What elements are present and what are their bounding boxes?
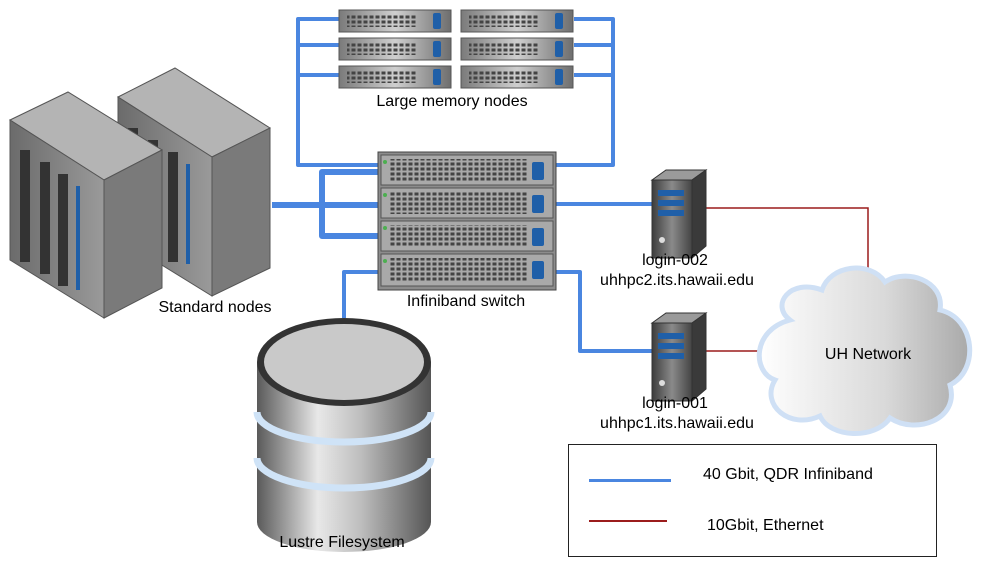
legend-infiniband-swatch [589,479,671,482]
ib-link-lustre [342,270,378,318]
ib-link-largemem-right-1 [556,17,615,167]
rack-server-4 [460,37,574,61]
rack-server-5 [338,65,452,89]
standard-nodes-racks [8,67,272,319]
switch-unit-4 [380,253,554,287]
legend: 40 Gbit, QDR Infiniband 10Gbit, Ethernet [568,444,937,557]
login001-name-label: login-001 [642,395,708,412]
infiniband-switch-label: Infiniband switch [406,293,526,310]
infiniband-links [272,17,652,353]
rack-server-2 [460,9,574,33]
lustre-label: Lustre Filesystem [279,534,405,551]
rack-server-1 [338,9,452,33]
uh-network-label: UH Network [824,346,912,363]
large-memory-label: Large memory nodes [376,93,528,110]
legend-infiniband-label: 40 Gbit, QDR Infiniband [703,466,873,483]
eth-link-login002 [705,207,869,290]
switch-unit-2 [380,187,554,219]
infiniband-switch [377,151,557,291]
ib-link-largemem-left-1 [296,17,378,167]
rack-server-3 [338,37,452,61]
login-001-server [650,312,708,403]
legend-ethernet-swatch [589,520,667,522]
login001-host-label: uhhpc1.its.hawaii.edu [600,415,754,432]
large-memory-servers [338,9,574,89]
ib-link-standard-3 [319,205,378,239]
login002-name-label: login-002 [642,252,708,269]
standard-nodes-label: Standard nodes [158,299,272,316]
uh-network-cloud [756,265,973,436]
rack-cabinet-front [8,91,164,319]
switch-unit-3 [380,220,554,252]
ib-link-login001 [556,270,652,353]
lustre-filesystem-cylinder [253,318,435,552]
ib-link-standard-1 [272,169,378,208]
rack-server-6 [460,65,574,89]
legend-ethernet-label: 10Gbit, Ethernet [707,517,824,534]
login-002-server [650,169,708,260]
login002-host-label: uhhpc2.its.hawaii.edu [600,272,754,289]
switch-unit-1 [380,154,554,186]
